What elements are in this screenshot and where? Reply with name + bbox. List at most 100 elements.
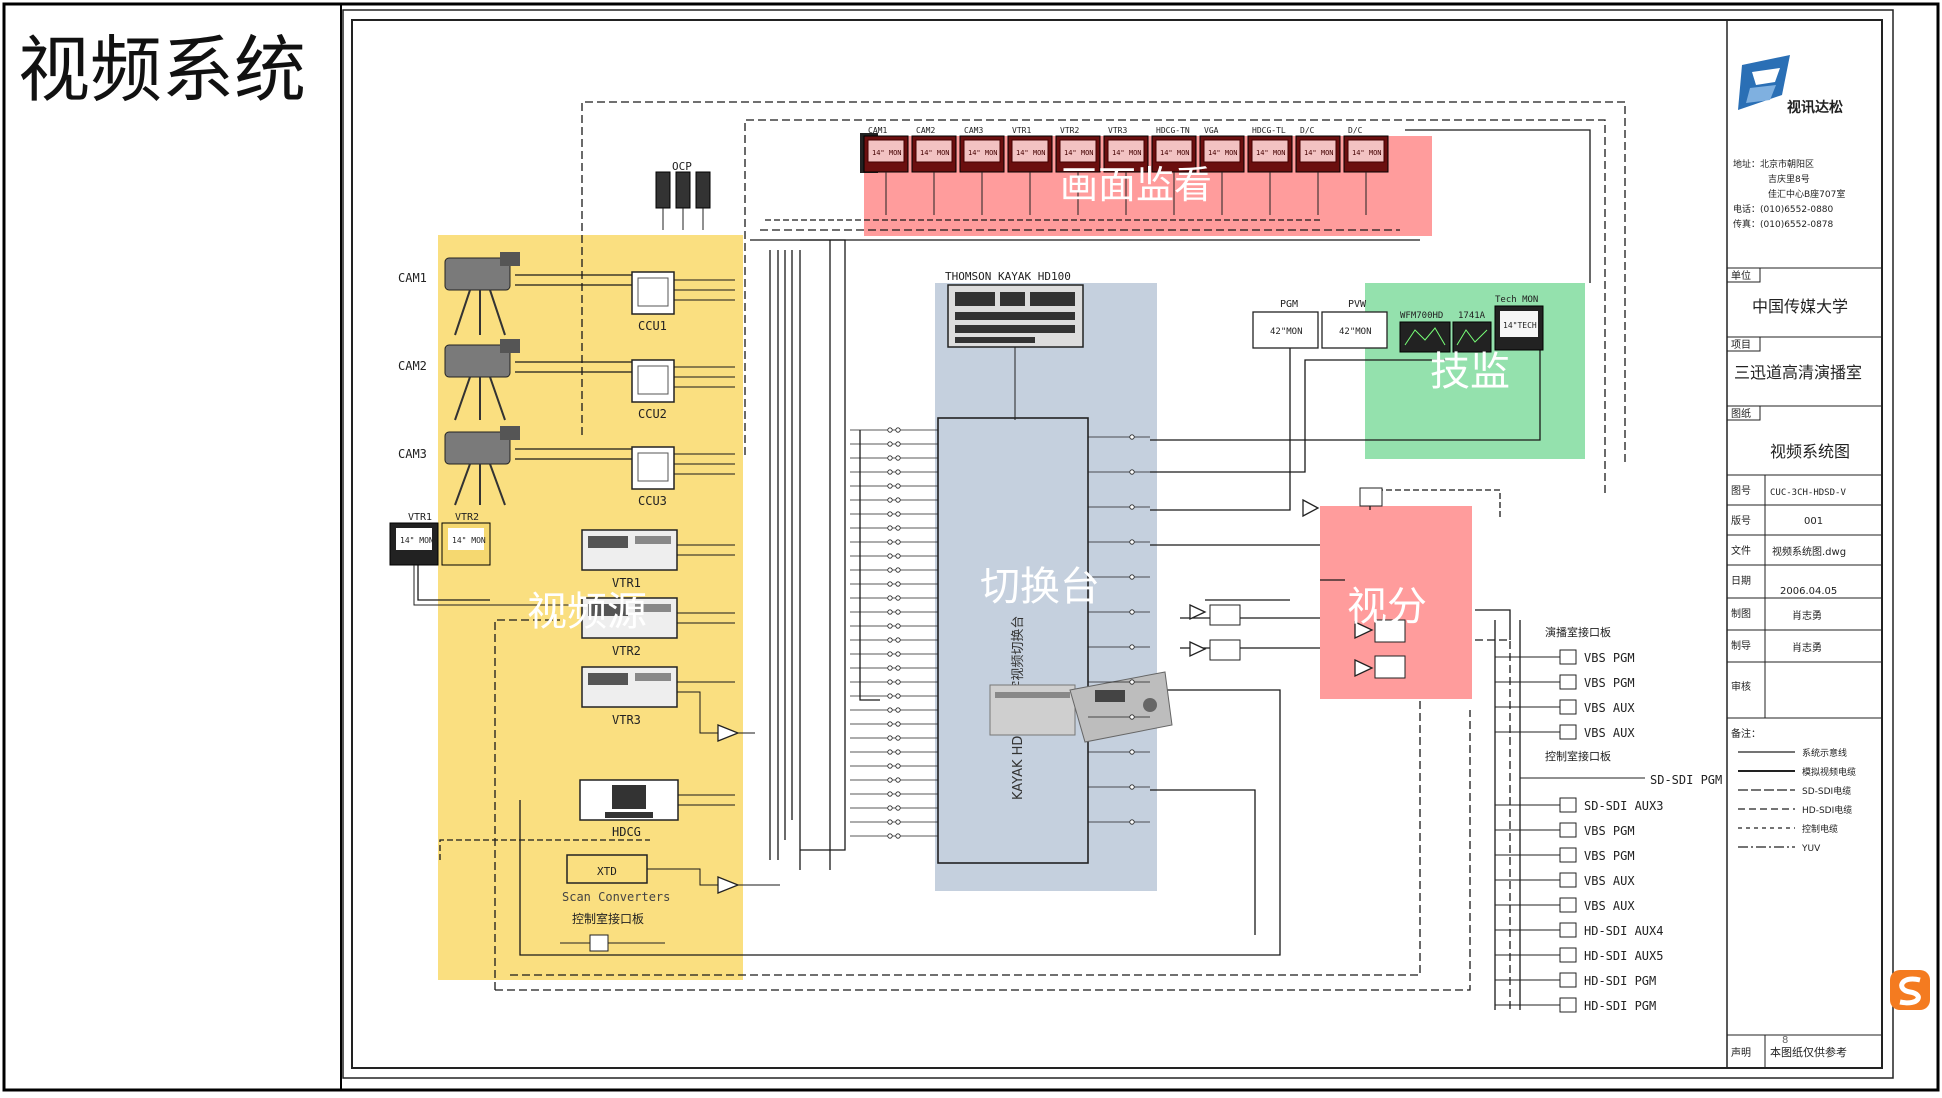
date-value: 2006.04.05: [1780, 586, 1837, 597]
switcher-input-connector: [887, 637, 893, 643]
output-label: VBS PGM: [1584, 849, 1635, 863]
output-connector: VBS PGM: [1495, 822, 1635, 838]
router-block: [1374, 619, 1406, 643]
switcher-input-connector: [887, 511, 893, 517]
switcher-input-connector: [887, 567, 893, 573]
switcher-input-connector: [887, 623, 893, 629]
wall-monitor-screen: [1011, 139, 1049, 163]
ocp-panel: [675, 171, 691, 209]
monitoring-zone-label: 画面监看: [1060, 163, 1212, 207]
switcher-input-connector: [887, 581, 893, 587]
wall-monitor-screen: [1251, 139, 1289, 163]
waveform-monitor: [1399, 321, 1451, 353]
revision-value: 001: [1804, 516, 1823, 527]
svg-text:声明: 声明: [1731, 1046, 1751, 1059]
legend-label: 模拟视频电缆: [1802, 766, 1856, 778]
wall-monitor-screen-text: 14" MON: [920, 149, 950, 157]
switcher-input-connector: [895, 651, 901, 657]
wall-monitor-label: HDCG-TL: [1252, 126, 1286, 135]
vtr-label: VTR3: [612, 713, 641, 727]
legend-label: YUV: [1801, 844, 1821, 854]
svg-text:14" MON: 14" MON: [452, 536, 486, 545]
split-zone-label: 视分: [1347, 584, 1427, 630]
output-label: VBS PGM: [1584, 676, 1635, 690]
output-label: VBS PGM: [1584, 824, 1635, 838]
output-port: [1559, 674, 1577, 690]
switcher-input-connector: [895, 637, 901, 643]
scope-label: 1741A: [1458, 311, 1486, 321]
output-connector: HD-SDI AUX4: [1495, 922, 1663, 938]
hdcg-unit: HDCG: [579, 779, 679, 839]
switcher-input-connector: [895, 609, 901, 615]
switcher-input-connector: [887, 539, 893, 545]
split-routers: [1209, 487, 1406, 679]
converter-icon: [1354, 620, 1374, 640]
wall-monitor-screen-text: 14" MON: [872, 149, 902, 157]
switcher-input-connector: [887, 735, 893, 741]
svg-text:42"MON: 42"MON: [1339, 327, 1372, 337]
switcher-input-connector: [895, 539, 901, 545]
vtr-monitor-group: VTR1 VTR2 14" MON 14" MON: [389, 512, 578, 606]
control-outputs-label: 控制室接口板: [1545, 749, 1611, 763]
title-block: 视讯达松 地址：北京市朝阳区 吉庆里8号 佳汇中心B座707室 电话：(010)…: [1726, 19, 1883, 1069]
wall-monitor-label: CAM2: [916, 126, 935, 135]
hdcg-label: HDCG: [612, 825, 641, 839]
wfm-label: WFM700HD: [1400, 311, 1443, 321]
switcher-input-connector: [895, 525, 901, 531]
statement-value: 本图纸仅供参考: [1770, 1045, 1847, 1059]
switcher-input-connector: [887, 763, 893, 769]
switcher-input-connector: [895, 805, 901, 811]
switcher-input-connector: [887, 693, 893, 699]
wall-monitor-screen: [1347, 139, 1385, 163]
switcher-output-connector: [1129, 714, 1135, 720]
svg-text:版号: 版号: [1731, 514, 1751, 527]
svg-text:制图: 制图: [1731, 607, 1751, 620]
svg-text:传真：(010)6552-0878: 传真：(010)6552-0878: [1733, 218, 1834, 230]
control-panel-label: 控制室接口板: [572, 911, 644, 926]
switcher-input-connector: [895, 763, 901, 769]
wall-monitor-screen: [1203, 139, 1241, 163]
switcher: THOMSON KAYAK HD100 KAYAK HD100 数字视频切换台: [937, 270, 1173, 864]
pvw-label: PVW: [1348, 299, 1367, 310]
output-connector: VBS AUX: [1495, 699, 1635, 715]
camera-cam2: CAM2: [398, 339, 520, 421]
switcher-input-connector: [887, 609, 893, 615]
ocp-panel: [695, 171, 711, 209]
camera-cam1: CAM1: [398, 252, 520, 336]
switcher-input-connector: [895, 483, 901, 489]
svg-text:文件: 文件: [1731, 544, 1751, 557]
switcher-input-connector: [895, 693, 901, 699]
camera-label: CAM3: [398, 447, 427, 461]
router-block: [1209, 639, 1241, 661]
svg-text:电话：(010)6552-0880: 电话：(010)6552-0880: [1733, 203, 1834, 215]
output-port: [1559, 997, 1577, 1013]
switcher-input-connector: [895, 721, 901, 727]
svg-text:吉庆里8号: 吉庆里8号: [1768, 173, 1810, 185]
switcher-input-connector: [887, 497, 893, 503]
maker-value: 肖志勇: [1792, 641, 1822, 654]
company-name: 视讯达松: [1787, 99, 1843, 116]
ccu-label: CCU3: [638, 494, 667, 508]
switcher-input-connector: [887, 721, 893, 727]
output-connector: VBS PGM: [1495, 847, 1635, 863]
switcher-input-connector: [895, 735, 901, 741]
switcher-output-connector: [1129, 819, 1135, 825]
company-address: 地址：北京市朝阳区 吉庆里8号 佳汇中心B座707室 电话：(010)6552-…: [1733, 158, 1845, 230]
switcher-output-connector: [1129, 434, 1135, 440]
switcher-input-connector: [895, 553, 901, 559]
svg-text:地址：北京市朝阳区: 地址：北京市朝阳区: [1733, 158, 1814, 170]
ccu-unit: [631, 359, 675, 403]
switcher-output-connector: [1129, 679, 1135, 685]
control-output-panel: 控制室接口板 SD-SDI PGM: [1520, 749, 1722, 787]
switcher-input-connector: [887, 553, 893, 559]
output-port: [1559, 649, 1577, 665]
switcher-input-connector: [887, 469, 893, 475]
switcher-zone: [935, 283, 1157, 891]
